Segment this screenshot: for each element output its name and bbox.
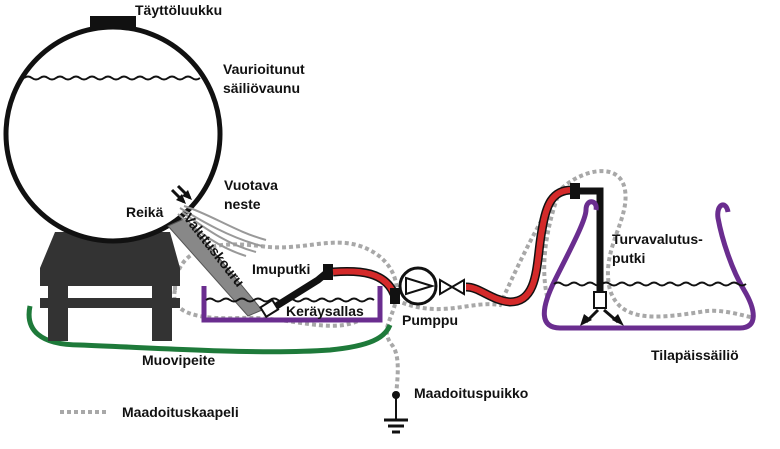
label-plastic-cover: Muovipeite	[142, 352, 215, 368]
label-grounding-cable: Maadoituskaapeli	[122, 404, 239, 420]
pump-coupling	[390, 288, 400, 304]
tank-support	[40, 232, 180, 341]
label-safety-drain-1: Turvavalutus-	[612, 231, 703, 247]
fill-hatch	[90, 16, 136, 29]
hose-outlet-fill	[465, 187, 573, 306]
label-ground-rod: Maadoituspuikko	[414, 385, 528, 401]
outlet-coupling	[570, 183, 580, 199]
hole-arrow	[170, 184, 192, 204]
plastic-cover	[26, 305, 393, 355]
label-collection-pool: Keräysallas	[286, 303, 364, 319]
label-temporary-tank: Tilapäissäiliö	[651, 347, 739, 363]
ground-rod	[384, 391, 408, 434]
label-damaged-tank-2: säiliövaunu	[223, 80, 300, 96]
collection-pool	[201, 286, 383, 323]
label-pump: Pumppu	[402, 312, 458, 328]
damaged-tank-car	[3, 24, 223, 244]
label-leaking-liquid-2: neste	[224, 196, 261, 212]
label-suction-pipe: Imuputki	[252, 261, 310, 277]
suction-strainer	[259, 298, 280, 319]
temporary-tank	[541, 199, 756, 331]
pump-arrow	[405, 276, 436, 296]
temp-tank-liquid-surface	[553, 281, 747, 287]
valve	[439, 278, 465, 296]
outflow-arrows	[580, 308, 624, 326]
suction-coupling	[323, 264, 333, 280]
safety-drain-outlet	[593, 291, 607, 309]
tank-liquid-surface	[23, 75, 201, 81]
label-hole: Reikä	[126, 204, 164, 220]
leaking-liquid	[177, 205, 267, 257]
label-damaged-tank-1: Vaurioitunut	[223, 61, 305, 77]
label-fill-hatch: Täyttöluukku	[135, 2, 222, 18]
label-safety-drain-2: putki	[612, 250, 645, 266]
label-leaking-liquid-1: Vuotava	[224, 177, 278, 193]
safety-drain-pipe	[580, 187, 604, 294]
